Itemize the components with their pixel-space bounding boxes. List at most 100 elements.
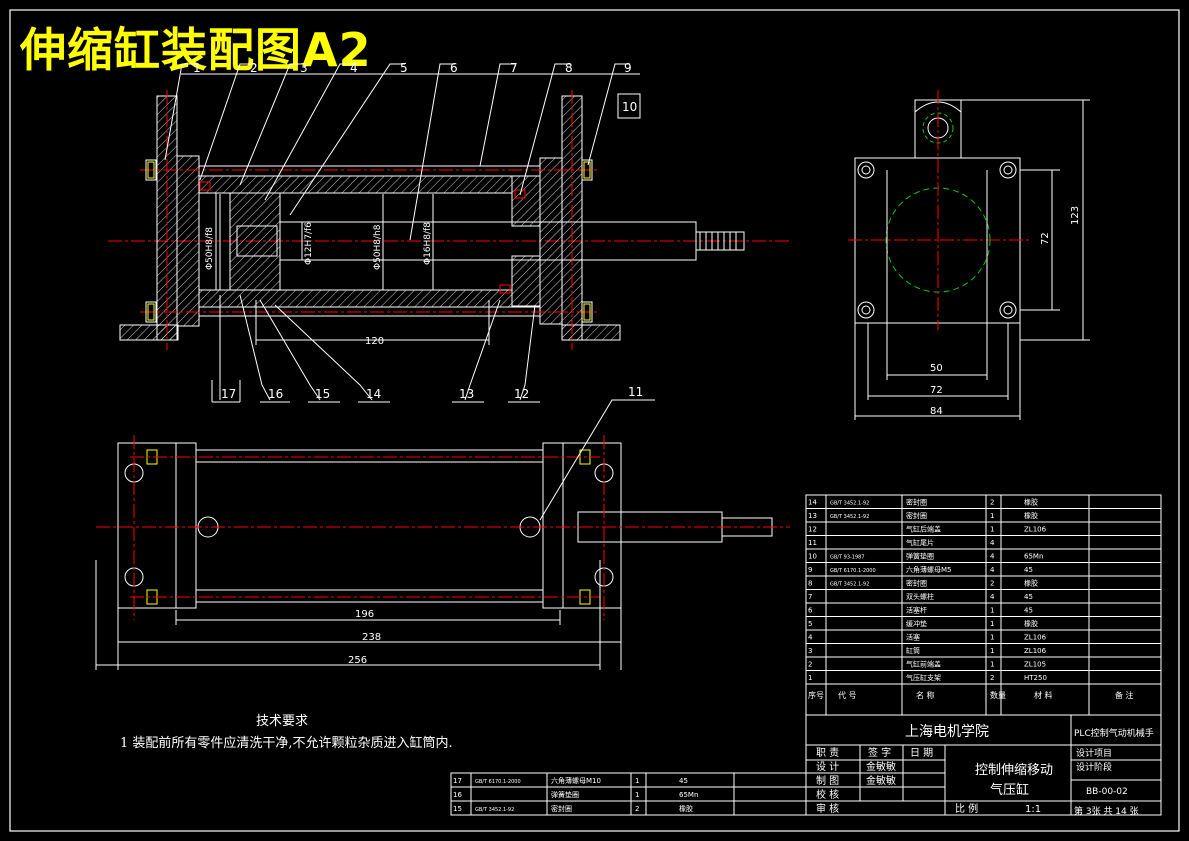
role-design: 设 计 — [816, 760, 839, 773]
bom-cell-no: 1 — [808, 674, 812, 682]
drawing-name-line2: 气压缸 — [990, 782, 1029, 798]
bom-header-std: 代 号 — [838, 690, 857, 700]
bom-upper-cell-material: 橡胶 — [679, 804, 693, 813]
dim-120: 120 — [365, 336, 384, 347]
part-label-13: 13 — [459, 387, 474, 401]
bom-upper-cell-qty: 2 — [635, 805, 639, 813]
sheet-info: 第 3张 共 14 张 — [1074, 805, 1139, 817]
bom-header-qty: 数量 — [990, 690, 1006, 700]
bom-cell-material: 橡胶 — [1024, 619, 1038, 628]
bom-upper-cell-no: 16 — [453, 791, 462, 799]
bom-cell-qty: 1 — [990, 607, 994, 615]
bom-cell-qty: 1 — [990, 512, 994, 520]
bom-upper-cell-std: GB/T 3452.1-92 — [475, 807, 514, 813]
part-label-10: 10 — [622, 100, 637, 114]
scale-value: 1:1 — [1025, 804, 1041, 815]
bom-cell-qty: 2 — [990, 674, 994, 682]
signature-design: 金敏敏 — [866, 760, 896, 773]
bom-cell-name: 密封圈 — [906, 498, 927, 507]
bom-upper-cell-qty: 1 — [635, 791, 639, 799]
top-view — [95, 399, 790, 670]
part-label-12: 12 — [514, 387, 529, 401]
dim-256: 256 — [348, 655, 367, 666]
bom-cell-name: 缸筒 — [906, 646, 920, 655]
bom-upper-cell-no: 17 — [453, 777, 462, 785]
bom-cell-std: GB/T 3452.1-92 — [830, 501, 869, 507]
part-label-4: 4 — [350, 61, 358, 75]
bom-cell-qty: 1 — [990, 620, 994, 628]
bom-cell-name: 密封圈 — [906, 579, 927, 588]
bom-cell-qty: 2 — [990, 499, 994, 507]
bom-cell-std: GB/T 3452.1-92 — [830, 582, 869, 588]
bom-header-no: 序号 — [808, 690, 824, 700]
bom-upper-cell-qty: 1 — [635, 777, 639, 785]
bom-cell-qty: 1 — [990, 526, 994, 534]
drawing-number: BB-00-02 — [1086, 787, 1128, 797]
bom-cell-material: HT250 — [1024, 674, 1047, 682]
part-label-11: 11 — [628, 385, 643, 399]
bom-cell-name: 弹簧垫圈 — [906, 552, 934, 561]
bom-upper-cell-std: GB/T 6170.1-2000 — [475, 779, 521, 785]
dim-196: 196 — [355, 609, 374, 620]
fit-label-3: Φ50H8/h8 — [373, 224, 383, 270]
design-stage-label: 设计阶段 — [1076, 761, 1112, 773]
bom-header-name: 名 称 — [916, 690, 935, 700]
bom-cell-qty: 4 — [990, 566, 995, 574]
bom-header-note: 备 注 — [1115, 690, 1134, 700]
bom-cell-material: 橡胶 — [1024, 579, 1038, 588]
part-label-3: 3 — [300, 61, 308, 75]
tech-requirements-heading: 技术要求 — [256, 714, 309, 729]
bom-cell-qty: 1 — [990, 661, 994, 669]
bom-cell-qty: 4 — [990, 539, 995, 547]
fit-label-1: Φ50H8/f8 — [205, 227, 215, 270]
role-approve: 审 核 — [816, 802, 839, 815]
bom-cell-no: 8 — [808, 580, 812, 588]
design-project-label: 设计项目 — [1076, 747, 1112, 759]
tech-requirements-item: 1 装配前所有零件应清洗干净,不允许颗粒杂质进入缸筒内. — [120, 736, 453, 751]
dim-72-vertical: 72 — [1040, 232, 1051, 245]
bom-cell-material: ZL106 — [1024, 526, 1047, 534]
bom-cell-name: 密封圈 — [906, 511, 927, 520]
bom-cell-no: 3 — [808, 647, 812, 655]
part-label-6: 6 — [450, 61, 458, 75]
date-header: 日 期 — [910, 747, 933, 759]
bom-cell-no: 6 — [808, 607, 813, 615]
bom-cell-material: ZL106 — [1024, 647, 1047, 655]
bom-cell-name: 气缸尾片 — [906, 538, 934, 547]
bom-upper-cell-name: 六角薄螺母M10 — [551, 776, 601, 785]
bom-upper-cell-name: 弹簧垫圈 — [551, 790, 579, 799]
part-label-9: 9 — [624, 61, 632, 75]
bom-upper-cell-material: 45 — [679, 777, 688, 785]
part-label-14: 14 — [366, 387, 381, 401]
bom-cell-no: 12 — [808, 526, 817, 534]
part-label-8: 8 — [565, 61, 573, 75]
project-name: PLC控制气动机械手 — [1074, 727, 1154, 739]
dim-84: 84 — [930, 406, 943, 417]
bom-cell-no: 7 — [808, 593, 812, 601]
bom-cell-no: 10 — [808, 553, 817, 561]
fit-label-4: Φ16H8/f8 — [423, 222, 433, 265]
bom-cell-no: 13 — [808, 512, 817, 520]
drawing-frame — [9, 9, 1180, 832]
bom-cell-no: 11 — [808, 539, 817, 547]
bom-cell-name: 六角薄螺母M5 — [906, 565, 952, 574]
bom-cell-no: 5 — [808, 620, 812, 628]
bom-cell-std: GB/T 3452.1-92 — [830, 514, 869, 520]
bom-cell-name: 缓冲垫 — [906, 619, 927, 628]
front-section-view — [108, 63, 790, 403]
drawing-title: 伸缩缸装配图A2 — [20, 23, 372, 77]
bom-cell-material: 橡胶 — [1024, 511, 1038, 520]
bom-cell-std: GB/T 93-1987 — [830, 555, 865, 561]
side-view — [848, 90, 1090, 420]
bom-cell-no: 4 — [808, 634, 813, 642]
bom-cell-name: 气缸前端盖 — [906, 660, 941, 669]
bom-cell-qty: 1 — [990, 647, 994, 655]
bom-cell-material: ZL105 — [1024, 661, 1046, 669]
bom-upper-cell-name: 密封圈 — [551, 804, 572, 813]
bom-header-material: 材 料 — [1034, 690, 1053, 700]
dim-50: 50 — [930, 363, 943, 374]
bom-row-lines — [806, 508, 1161, 685]
bom-table-grid — [450, 494, 1162, 816]
bom-cell-name: 气缸后端盖 — [906, 525, 941, 534]
